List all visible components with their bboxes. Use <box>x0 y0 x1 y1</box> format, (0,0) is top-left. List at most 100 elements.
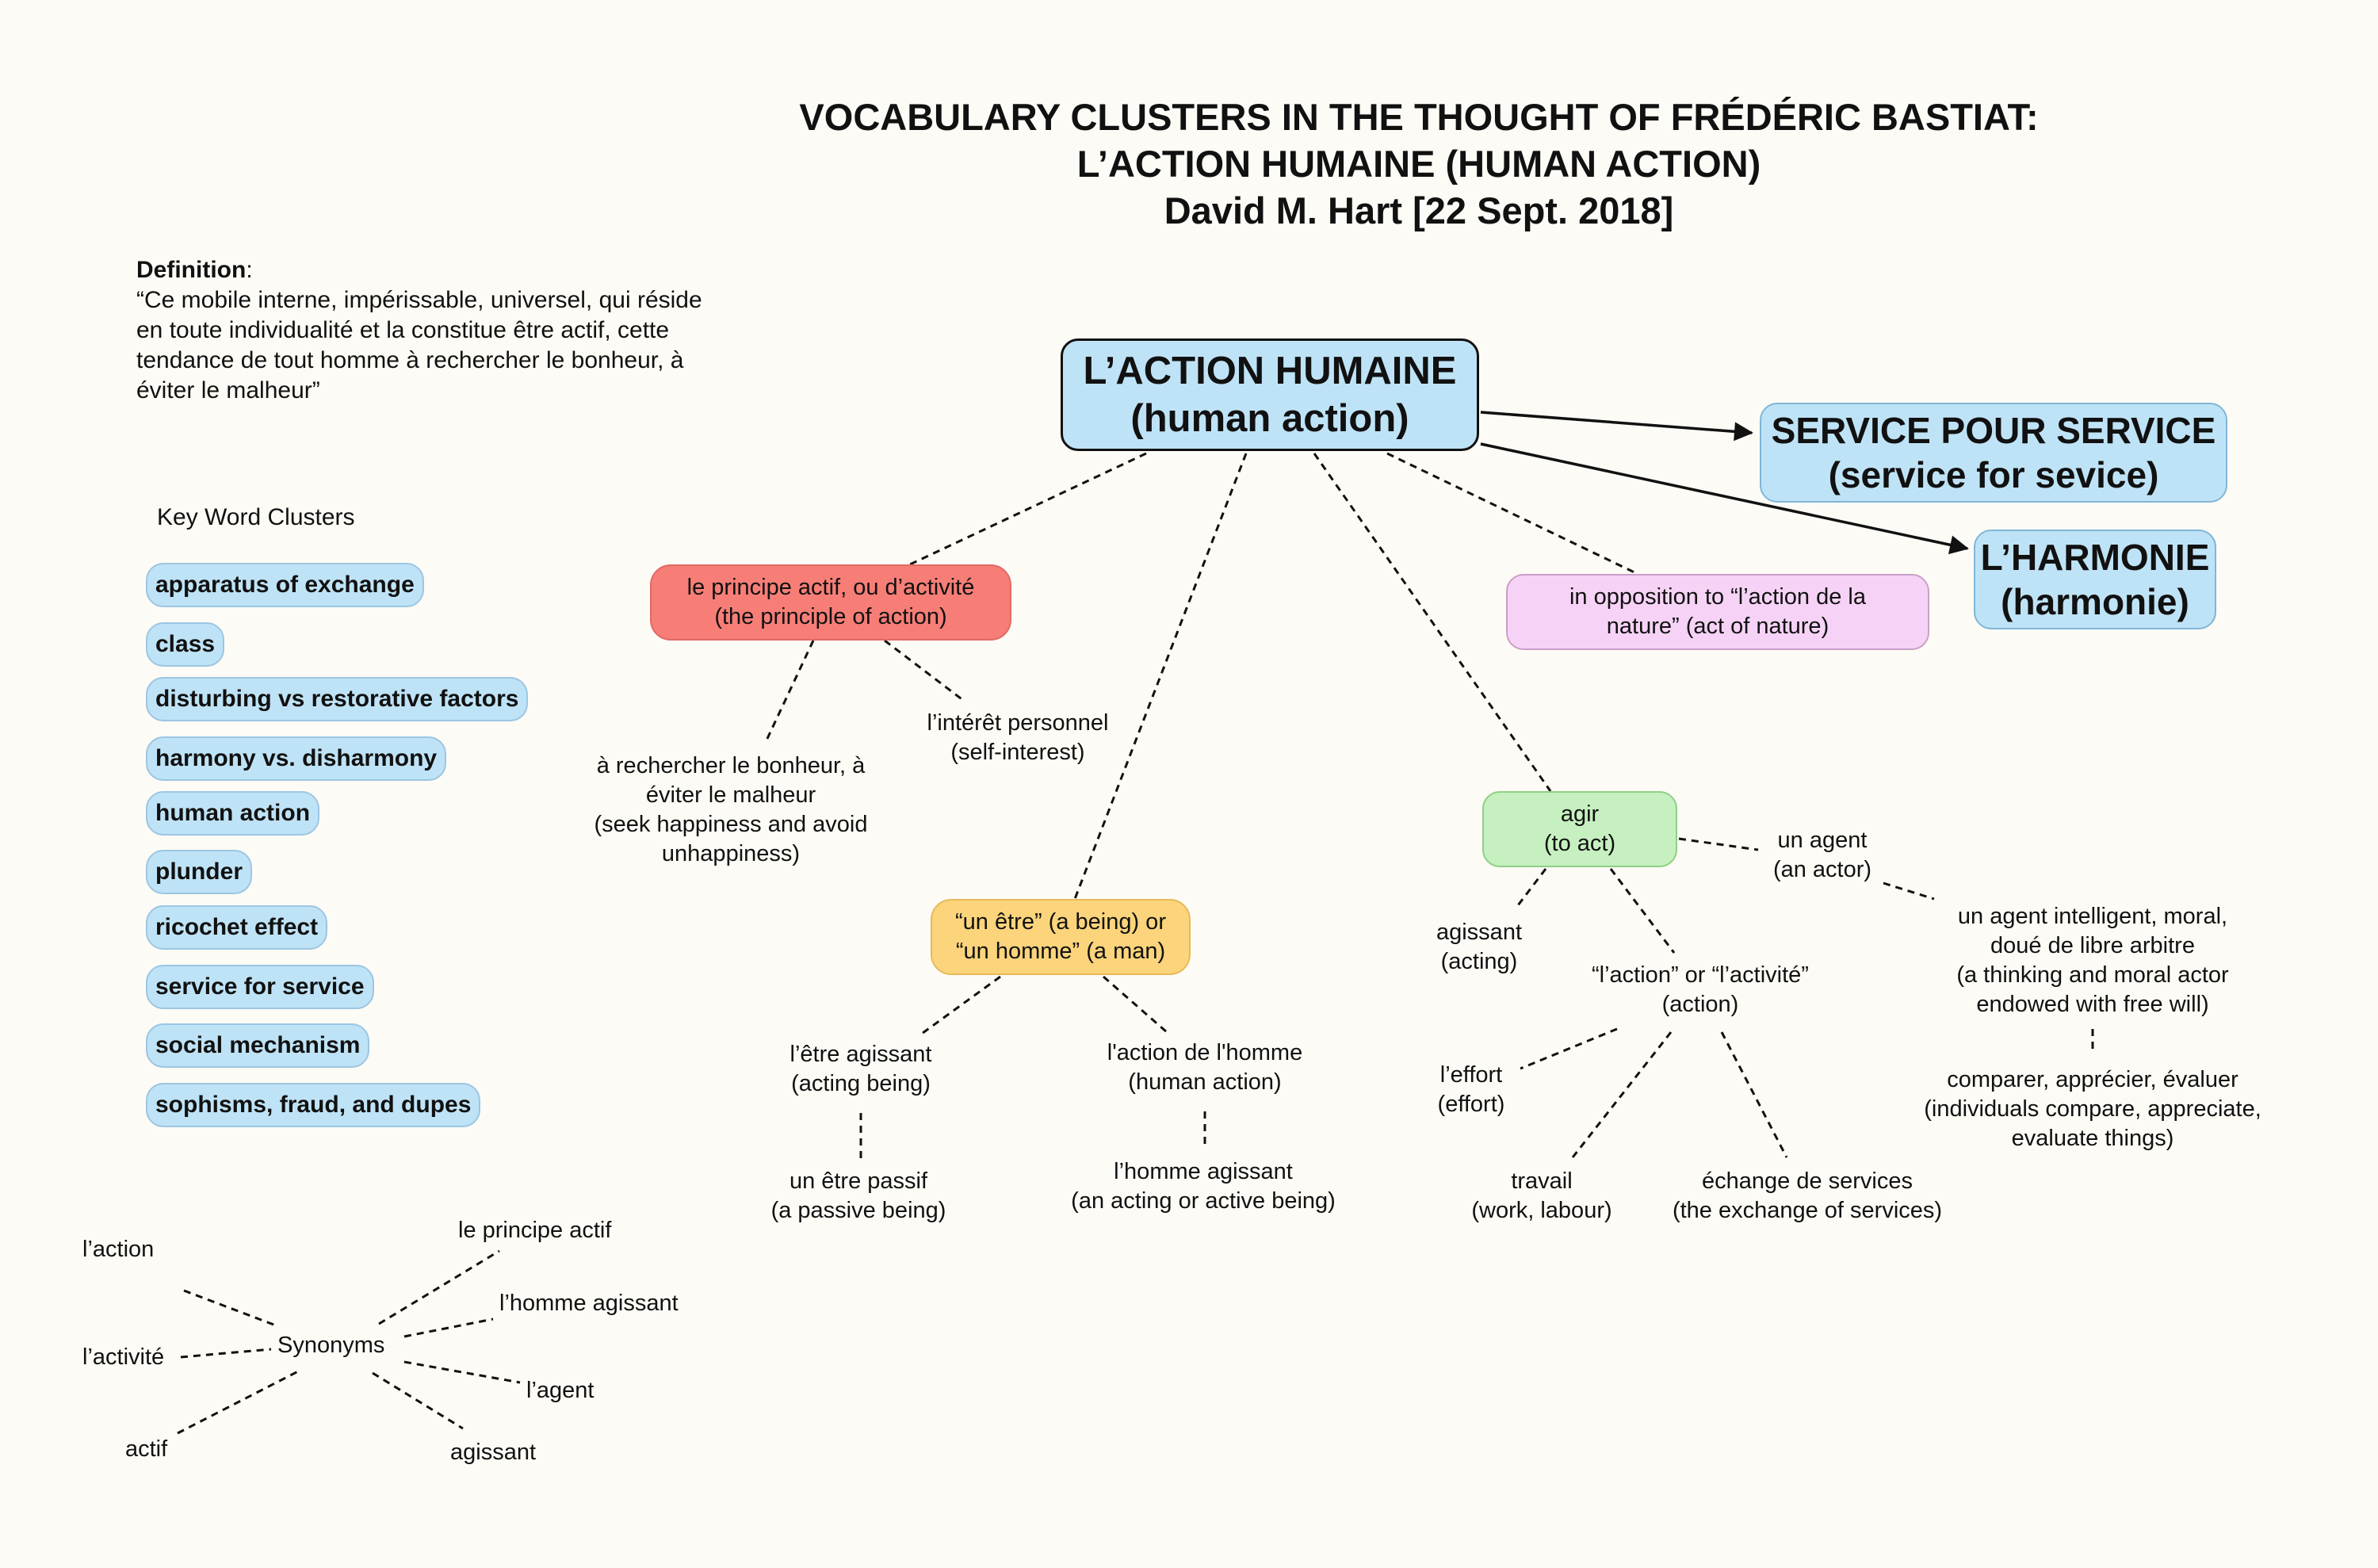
node-agir-line2: (to act) <box>1543 831 1616 856</box>
node-opposition[interactable]: in opposition to “l’action de la nature”… <box>1506 574 1929 650</box>
link-action-echange <box>1720 1031 1788 1158</box>
definition-block: Definition: “Ce mobile interne, impériss… <box>136 255 707 406</box>
link-etre-agissant <box>919 975 1001 1037</box>
link-agir-agissant <box>1514 868 1547 909</box>
synonym-le-principe-actif: le principe actif <box>458 1218 612 1243</box>
node-action-humaine[interactable]: L’ACTION HUMAINE (human action) <box>1061 338 1479 451</box>
label-echange: échange de services (the exchange of ser… <box>1649 1167 1966 1226</box>
link-agir-action <box>1609 868 1676 954</box>
label-etre-agissant: l’être agissant (acting being) <box>758 1040 964 1099</box>
label-etre-agissant-line2: (acting being) <box>791 1071 931 1096</box>
keyword-apparatus-of-exchange[interactable]: apparatus of exchange <box>146 563 424 607</box>
label-homme-agissant-line1: l’homme agissant <box>1114 1159 1293 1184</box>
label-effort-line1: l’effort <box>1439 1062 1503 1088</box>
node-opposition-line2: nature” (act of nature) <box>1606 614 1829 639</box>
syn-link-action <box>183 1289 277 1327</box>
link-agir-agent <box>1678 837 1759 851</box>
label-rechercher-line4: unhappiness) <box>661 841 801 866</box>
synonym-l-activite: l’activité <box>82 1344 165 1370</box>
label-homme-agissant-line2: (an acting or active being) <box>1071 1188 1336 1214</box>
synonym-l-homme-agissant: l’homme agissant <box>499 1291 679 1316</box>
label-interet: l’intérêt personnel (self-interest) <box>899 709 1137 767</box>
synonym-actif: actif <box>125 1436 168 1462</box>
node-harmonie-line1: L’HARMONIE <box>1980 537 2210 578</box>
label-etre-agissant-line1: l’être agissant <box>789 1042 932 1067</box>
label-action-activite: “l’action” or “l’activité” (action) <box>1562 961 1839 1019</box>
node-principe-line1: le principe actif, ou d’activité <box>686 575 975 600</box>
node-etre-line1: “un être” (a being) or <box>955 909 1166 935</box>
page-title: VOCABULARY CLUSTERS IN THE THOUGHT OF FR… <box>682 94 2156 234</box>
node-action-humaine-line1: L’ACTION HUMAINE <box>1083 350 1457 392</box>
link-main-principe <box>909 452 1147 566</box>
label-etre-passif: un être passif (a passive being) <box>751 1167 965 1226</box>
link-principe-rechercher <box>764 640 815 743</box>
keyword-ricochet-effect[interactable]: ricochet effect <box>146 905 328 950</box>
keyword-harmony[interactable]: harmony vs. disharmony <box>146 736 447 781</box>
arrow-to-service <box>1480 411 1753 442</box>
node-etre-line2: “un homme” (a man) <box>955 939 1166 964</box>
title-line-2: L’ACTION HUMAINE (HUMAN ACTION) <box>1076 143 1761 185</box>
definition-text: “Ce mobile interne, impérissable, univer… <box>136 287 702 403</box>
label-etre-passif-line1: un être passif <box>789 1168 928 1194</box>
node-un-etre[interactable]: “un être” (a being) or “un homme” (a man… <box>931 899 1191 975</box>
syn-link-homme <box>403 1318 494 1338</box>
link-main-opposition <box>1386 452 1638 576</box>
keyword-class[interactable]: class <box>146 622 225 667</box>
definition-colon: : <box>246 257 253 283</box>
title-line-3: David M. Hart [22 Sept. 2018] <box>1164 189 1674 231</box>
link-main-agir <box>1313 453 1552 792</box>
label-action-homme-line2: (human action) <box>1128 1069 1282 1095</box>
label-comparer: comparer, apprécier, évaluer (individual… <box>1894 1065 2291 1153</box>
label-homme-agissant: l’homme agissant (an acting or active be… <box>1045 1157 1362 1216</box>
label-comparer-line1: comparer, apprécier, évaluer <box>1947 1067 2238 1092</box>
syn-link-principe <box>378 1249 500 1325</box>
label-echange-line1: échange de services <box>1702 1168 1913 1194</box>
label-rechercher-line3: (seek happiness and avoid <box>594 812 868 837</box>
label-rechercher-line2: éviter le malheur <box>645 782 816 808</box>
keyword-disturbing-restorative[interactable]: disturbing vs restorative factors <box>146 677 529 721</box>
label-action-homme-line1: l'action de l'homme <box>1107 1040 1303 1065</box>
node-harmonie[interactable]: L’HARMONIE (harmonie) <box>1974 530 2216 629</box>
label-etre-passif-line2: (a passive being) <box>770 1198 946 1223</box>
link-agent-intelligent <box>1883 882 1935 901</box>
label-rechercher: à rechercher le bonheur, à éviter le mal… <box>564 751 897 869</box>
syn-link-activite <box>180 1348 272 1359</box>
syn-link-agissant <box>372 1371 464 1430</box>
keyword-human-action[interactable]: human action <box>146 791 320 836</box>
synonym-l-agent: l’agent <box>526 1378 594 1403</box>
label-comparer-line3: evaluate things) <box>2011 1126 2174 1151</box>
keyword-sophisms[interactable]: sophisms, fraud, and dupes <box>146 1083 481 1127</box>
label-un-agent-line2: (an actor) <box>1772 857 1872 882</box>
label-agent-intelligent-line4: endowed with free will) <box>1976 992 2209 1017</box>
label-effort-line2: (effort) <box>1437 1092 1505 1117</box>
key-words-heading: Key Word Clusters <box>157 504 355 530</box>
label-action-homme: l'action de l'homme (human action) <box>1078 1038 1332 1097</box>
node-principe-line2: (the principle of action) <box>714 604 947 629</box>
keyword-plunder[interactable]: plunder <box>146 850 252 894</box>
label-agent-intelligent: un agent intelligent, moral, doué de lib… <box>1918 902 2267 1019</box>
keyword-service-for-service[interactable]: service for service <box>146 965 374 1009</box>
synonyms-center: Synonyms <box>277 1333 385 1358</box>
label-effort: l’effort (effort) <box>1411 1061 1531 1119</box>
node-action-humaine-line2: (human action) <box>1130 397 1409 440</box>
node-agir[interactable]: agir (to act) <box>1482 791 1677 867</box>
node-agir-line1: agir <box>1560 801 1600 827</box>
link-action-travail <box>1571 1031 1673 1158</box>
node-service-line2: (service for sevice) <box>1828 454 2159 495</box>
title-line-1: VOCABULARY CLUSTERS IN THE THOUGHT OF FR… <box>799 96 2039 138</box>
node-service-line1: SERVICE POUR SERVICE <box>1771 410 2216 451</box>
syn-link-actif <box>177 1370 299 1435</box>
syn-link-agent <box>403 1360 521 1384</box>
label-agent-intelligent-line3: (a thinking and moral actor <box>1956 962 2229 988</box>
label-interet-line2: (self-interest) <box>950 740 1085 765</box>
node-principe-actif[interactable]: le principe actif, ou d’activité (the pr… <box>650 564 1011 641</box>
keyword-social-mechanism[interactable]: social mechanism <box>146 1023 370 1068</box>
label-comparer-line2: (individuals compare, appreciate, <box>1924 1096 2261 1122</box>
node-service-pour-service[interactable]: SERVICE POUR SERVICE (service for sevice… <box>1760 403 2227 503</box>
definition-label: Definition <box>136 257 247 283</box>
label-un-agent: un agent (an actor) <box>1757 826 1888 885</box>
node-harmonie-line2: (harmonie) <box>2001 581 2189 622</box>
label-un-agent-line1: un agent <box>1777 828 1868 853</box>
label-agissant-line2: (acting) <box>1440 949 1518 974</box>
link-principe-interet <box>884 639 965 702</box>
